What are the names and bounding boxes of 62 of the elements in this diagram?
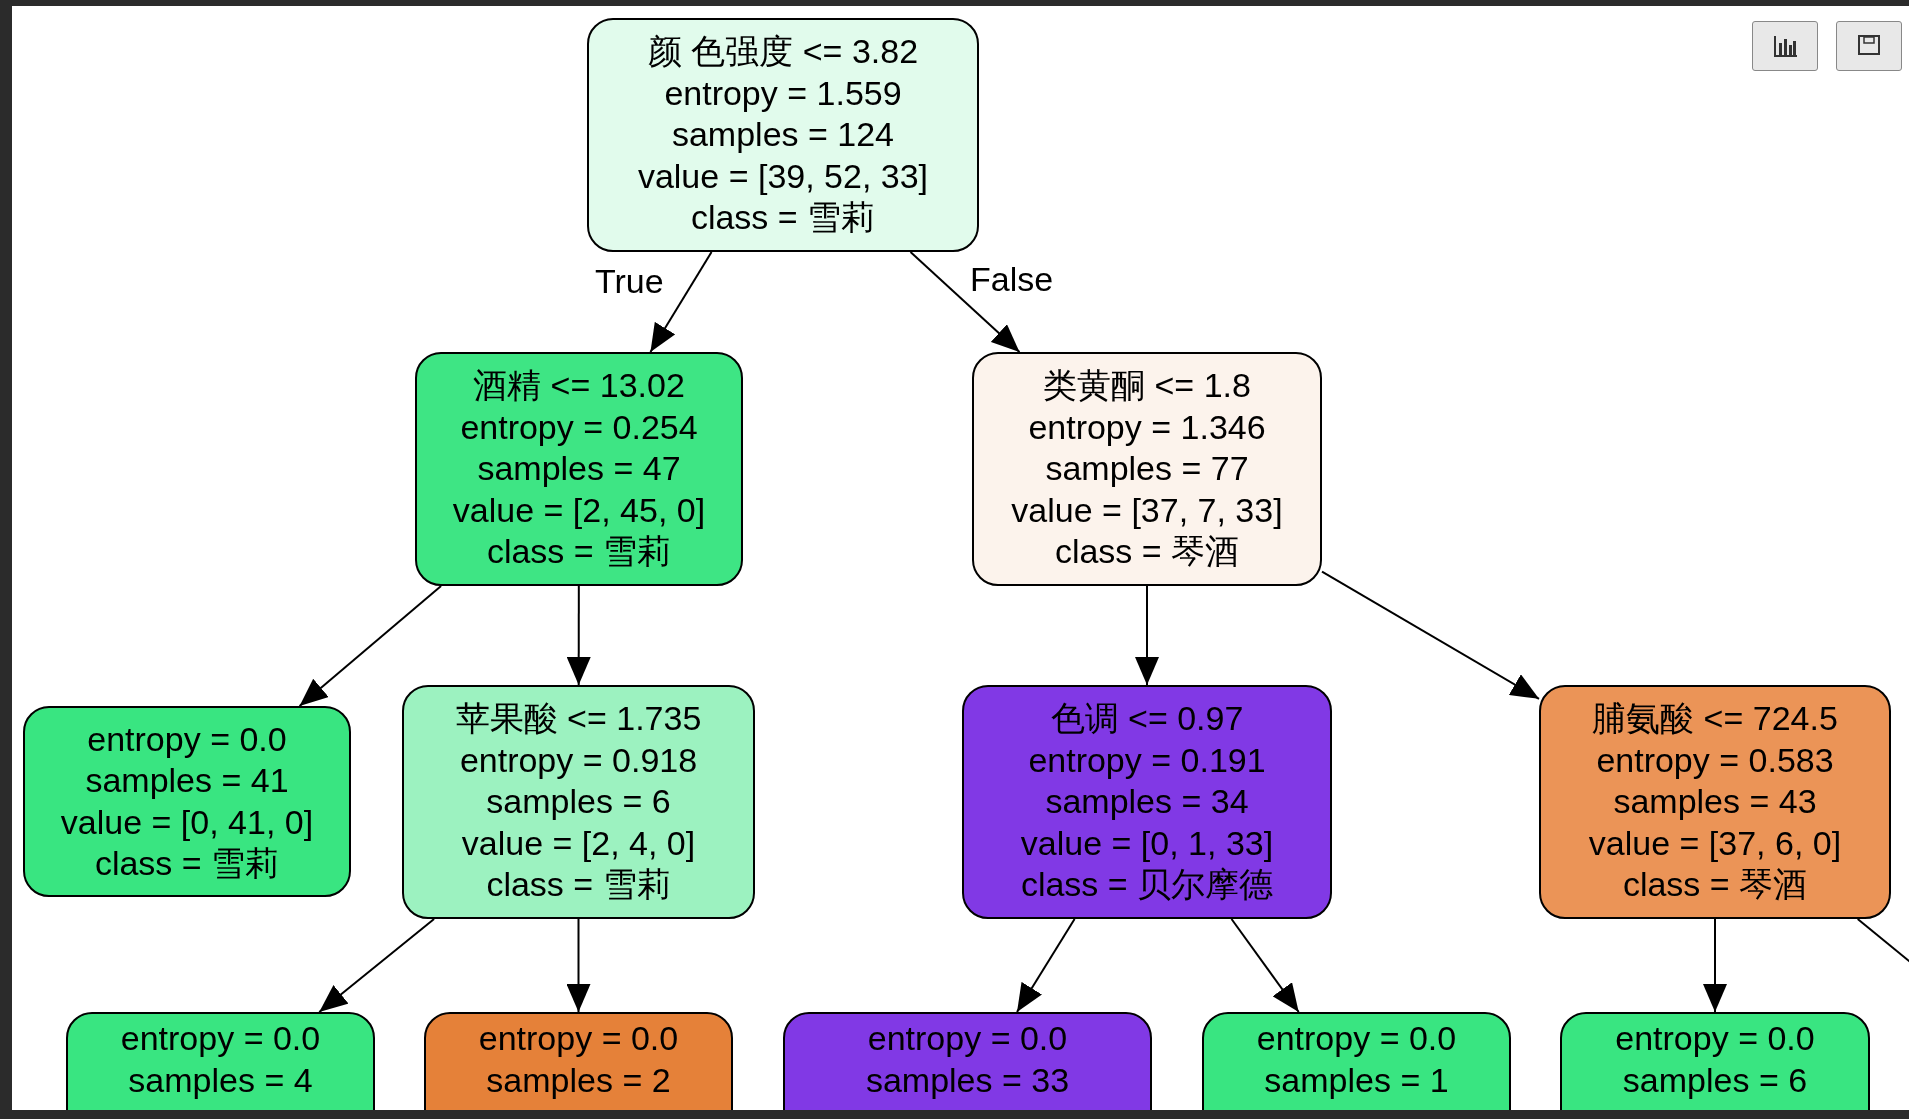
node-text: entropy = 0.0 bbox=[1615, 1018, 1815, 1059]
node-text: samples = 47 bbox=[477, 448, 681, 490]
node-text: entropy = 0.191 bbox=[1028, 739, 1266, 781]
arrow bbox=[649, 251, 713, 353]
node-text: 脯氨酸 <= 724.5 bbox=[1592, 698, 1838, 740]
arrow bbox=[566, 918, 591, 1013]
node-text: class = 雪莉 bbox=[486, 531, 672, 573]
arrow bbox=[1016, 918, 1076, 1013]
node-text: entropy = 0.0 bbox=[867, 1018, 1068, 1059]
node-text: class = 雪莉 bbox=[690, 197, 876, 239]
tree-node-box bbox=[402, 685, 755, 919]
node-text: samples = 77 bbox=[1045, 448, 1249, 490]
node-text: samples = 1 bbox=[1264, 1059, 1449, 1101]
node-text: entropy = 0.918 bbox=[459, 739, 698, 781]
node-text: value = [0, 1, 33] bbox=[1020, 822, 1274, 864]
arrow bbox=[566, 585, 591, 686]
arrow bbox=[1321, 570, 1540, 700]
node-text: entropy = 0.254 bbox=[460, 406, 698, 448]
node-text: 色调 <= 0.97 bbox=[1050, 698, 1244, 740]
tree-node-box bbox=[972, 352, 1322, 586]
node-text: samples = 6 bbox=[1622, 1059, 1808, 1101]
node-text: samples = 34 bbox=[1045, 781, 1249, 823]
node-text: samples = 33 bbox=[865, 1059, 1070, 1101]
arrow bbox=[298, 585, 443, 707]
node-text: 苹果酸 <= 1.735 bbox=[455, 698, 702, 740]
node-text: entropy = 0.0 bbox=[87, 718, 287, 760]
node-text: class = 雪莉 bbox=[94, 843, 280, 884]
node-text: samples = 43 bbox=[1613, 781, 1817, 823]
node-text: samples = 2 bbox=[486, 1059, 671, 1101]
node-text: entropy = 1.346 bbox=[1028, 406, 1266, 448]
node-text: class = 雪莉 bbox=[486, 864, 671, 906]
tree-node-box bbox=[415, 352, 743, 586]
tree-node-box bbox=[587, 18, 979, 252]
node-text: value = [37, 6, 0] bbox=[1588, 822, 1842, 864]
arrow bbox=[318, 918, 436, 1013]
node-text: class = 贝尔摩德 bbox=[1020, 864, 1274, 906]
node-text: value = [39, 52, 33] bbox=[637, 155, 929, 197]
node-text: value = [2, 45, 0] bbox=[452, 489, 706, 531]
node-text: entropy = 0.0 bbox=[478, 1018, 679, 1059]
node-text: 颜 色强度 <= 3.82 bbox=[647, 31, 919, 73]
node-text: value = [37, 7, 33] bbox=[1011, 489, 1283, 531]
tree-node-box bbox=[23, 706, 351, 897]
tree-node-box bbox=[1539, 685, 1891, 919]
node-text: entropy = 0.0 bbox=[1256, 1018, 1457, 1059]
node-text: entropy = 0.0 bbox=[120, 1018, 321, 1059]
node-text: class = 琴酒 bbox=[1622, 864, 1808, 906]
arrow bbox=[1703, 918, 1727, 1013]
node-text: samples = 124 bbox=[671, 114, 895, 156]
node-text: 类黄酮 <= 1.8 bbox=[1043, 365, 1251, 407]
node-text: 酒精 <= 13.02 bbox=[473, 365, 685, 407]
arrow bbox=[1135, 585, 1159, 686]
arrow bbox=[909, 251, 1021, 353]
node-text: samples = 41 bbox=[85, 760, 289, 801]
node-text: value = [2, 4, 0] bbox=[461, 822, 696, 864]
arrow bbox=[1230, 918, 1300, 1013]
node-text: samples = 6 bbox=[486, 781, 671, 823]
node-text: class = 琴酒 bbox=[1054, 531, 1240, 573]
node-text: value = [0, 41, 0] bbox=[60, 801, 314, 843]
node-text: entropy = 0.583 bbox=[1596, 739, 1834, 781]
node-text: entropy = 1.559 bbox=[664, 72, 902, 114]
node-text: samples = 4 bbox=[128, 1059, 313, 1101]
tree-node-box bbox=[962, 685, 1332, 919]
